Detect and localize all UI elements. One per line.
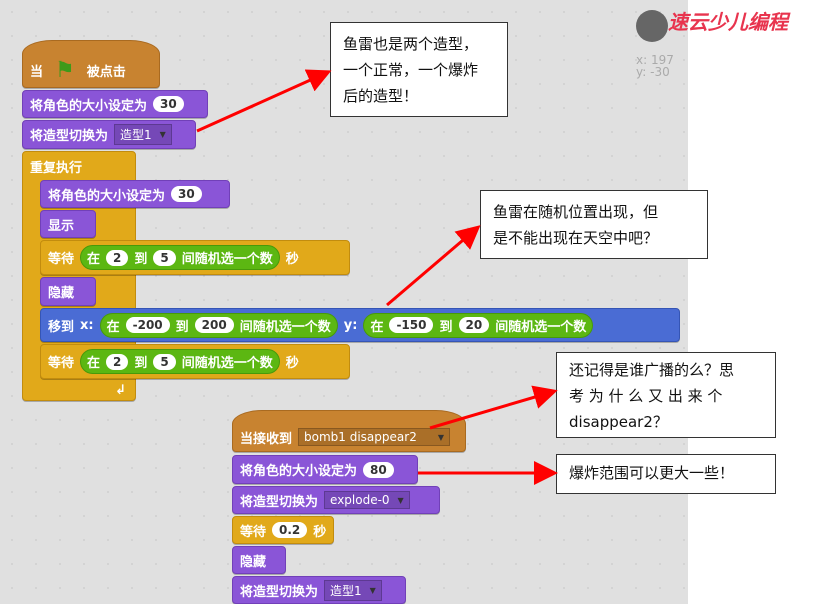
arrow — [429, 385, 558, 430]
note-line: 是不能出现在天空中吧？ — [493, 229, 659, 247]
hide-block[interactable]: 隐藏 — [232, 546, 286, 574]
loop-arrow-icon: ↲ — [115, 383, 126, 398]
hat-prefix: 当 — [30, 64, 44, 80]
block-label: 等待 — [48, 356, 75, 371]
block-label: 将角色的大小设定为 — [240, 464, 358, 479]
costume-dropdown[interactable]: 造型1 — [114, 124, 172, 145]
block-label: 等待 — [48, 252, 75, 267]
note-line: 鱼雷在随机位置出现，但 — [493, 203, 659, 221]
from-input[interactable]: 2 — [106, 249, 129, 266]
pick-random-y[interactable]: 在 -150 到 20 间随机选一个数 — [363, 312, 594, 338]
block-label: 重复执行 — [30, 161, 83, 176]
size-input[interactable]: 30 — [171, 186, 202, 202]
hide-block[interactable]: 隐藏 — [40, 277, 96, 306]
block-label: 隐藏 — [48, 286, 75, 301]
y-from-input[interactable]: -150 — [389, 317, 434, 333]
wait-block[interactable]: 等待 0.2 秒 — [232, 516, 334, 544]
pick-random-block[interactable]: 在 2 到 5 间随机选一个数 — [80, 245, 280, 270]
note-line: 一个正常，一个爆炸 — [343, 61, 479, 79]
x-to-input[interactable]: 200 — [194, 317, 234, 333]
callout-note: 爆炸范围可以更大一些！ — [556, 454, 776, 494]
costume-dropdown[interactable]: 造型1 — [324, 579, 382, 601]
switch-costume-block[interactable]: 将造型切换为 explode-0 — [232, 486, 440, 514]
size-input[interactable]: 30 — [153, 96, 184, 112]
green-flag-icon: ⚑ — [55, 57, 75, 83]
switch-costume-block[interactable]: 将造型切换为 造型1 — [22, 120, 196, 149]
x-from-input[interactable]: -200 — [125, 317, 170, 333]
pick-random-block[interactable]: 在 2 到 5 间随机选一个数 — [80, 349, 280, 374]
note-line: 鱼雷也是两个造型， — [343, 35, 479, 53]
note-line: disappear2？ — [569, 413, 668, 431]
op-label: 间随机选一个数 — [495, 319, 587, 335]
block-label: 等待 — [240, 524, 267, 540]
block-label: 将造型切换为 — [240, 494, 319, 510]
callout-note: 鱼雷在随机位置出现，但 是不能出现在天空中吧？ — [480, 190, 708, 259]
block-label: 移到 — [48, 319, 75, 335]
from-input[interactable]: 2 — [106, 353, 129, 370]
op-label: 在 — [87, 356, 101, 371]
op-label: 间随机选一个数 — [181, 356, 273, 371]
y-label: y: — [343, 317, 358, 333]
note-line: 后的造型！ — [343, 87, 419, 105]
op-label: 在 — [106, 319, 120, 335]
set-size-block[interactable]: 将角色的大小设定为 30 — [40, 180, 230, 208]
message-dropdown[interactable]: bomb1 disappear2 — [298, 428, 451, 446]
when-flag-clicked-block[interactable]: 当 ⚑ 被点击 — [22, 40, 160, 88]
unit-label: 秒 — [285, 252, 299, 267]
unit-label: 秒 — [313, 524, 327, 540]
wait-input[interactable]: 0.2 — [272, 522, 308, 538]
size-input[interactable]: 80 — [363, 461, 394, 478]
show-block[interactable]: 显示 — [40, 210, 96, 238]
wait-block[interactable]: 等待 在 2 到 5 间随机选一个数 秒 — [40, 240, 350, 275]
set-size-block[interactable]: 将角色的大小设定为 80 — [232, 455, 418, 484]
op-label: 在 — [87, 252, 101, 267]
block-label: 当接收到 — [240, 431, 293, 447]
to-input[interactable]: 5 — [153, 249, 176, 266]
op-label: 间随机选一个数 — [181, 252, 273, 267]
op-label: 到 — [134, 356, 148, 371]
op-label: 到 — [439, 319, 453, 335]
arrow — [386, 225, 481, 307]
block-label: 将角色的大小设定为 — [48, 188, 166, 204]
callout-note: 还记得是谁广播的么？思 考 为 什 么 又 出 来 个 disappear2？ — [556, 352, 776, 438]
op-label: 到 — [134, 252, 148, 267]
when-i-receive-block[interactable]: 当接收到 bomb1 disappear2 — [232, 410, 466, 452]
pick-random-x[interactable]: 在 -200 到 200 间随机选一个数 — [99, 312, 338, 338]
hat-suffix: 被点击 — [86, 64, 126, 80]
x-value: 197 — [650, 53, 674, 67]
note-line: 还记得是谁广播的么？思 — [569, 361, 735, 379]
go-to-xy-block[interactable]: 移到 x: 在 -200 到 200 间随机选一个数 y: 在 -150 到 2… — [40, 308, 680, 342]
wait-block[interactable]: 等待 在 2 到 5 间随机选一个数 秒 — [40, 344, 350, 379]
x-label: x: — [80, 317, 94, 333]
arrow — [196, 69, 332, 133]
costume-value: explode-0 — [330, 493, 390, 507]
y-value: -30 — [650, 65, 670, 79]
note-line: 考 为 什 么 又 出 来 个 — [569, 387, 723, 405]
to-input[interactable]: 5 — [153, 353, 176, 370]
block-label: 隐藏 — [240, 554, 267, 570]
block-label: 将造型切换为 — [240, 584, 319, 600]
sprite-coords: x: 197 y: -30 — [636, 54, 674, 78]
logo: 速云少儿编程 — [668, 10, 788, 34]
note-line: 爆炸范围可以更大一些！ — [569, 464, 735, 482]
unit-label: 秒 — [285, 356, 299, 371]
x-label: x: — [636, 53, 648, 67]
bomb-sprite-icon — [636, 10, 668, 42]
block-label: 将造型切换为 — [30, 129, 109, 144]
y-label: y: — [636, 65, 647, 79]
costume-value: 造型1 — [330, 583, 362, 598]
y-to-input[interactable]: 20 — [458, 317, 490, 333]
block-label: 将角色的大小设定为 — [30, 98, 148, 114]
message-value: bomb1 disappear2 — [304, 430, 417, 444]
costume-value: 造型1 — [120, 128, 152, 142]
block-label: 显示 — [48, 218, 75, 234]
costume-dropdown[interactable]: explode-0 — [324, 491, 410, 509]
op-label: 间随机选一个数 — [239, 319, 331, 335]
set-size-block[interactable]: 将角色的大小设定为 30 — [22, 90, 208, 118]
op-label: 在 — [370, 319, 384, 335]
op-label: 到 — [175, 319, 189, 335]
